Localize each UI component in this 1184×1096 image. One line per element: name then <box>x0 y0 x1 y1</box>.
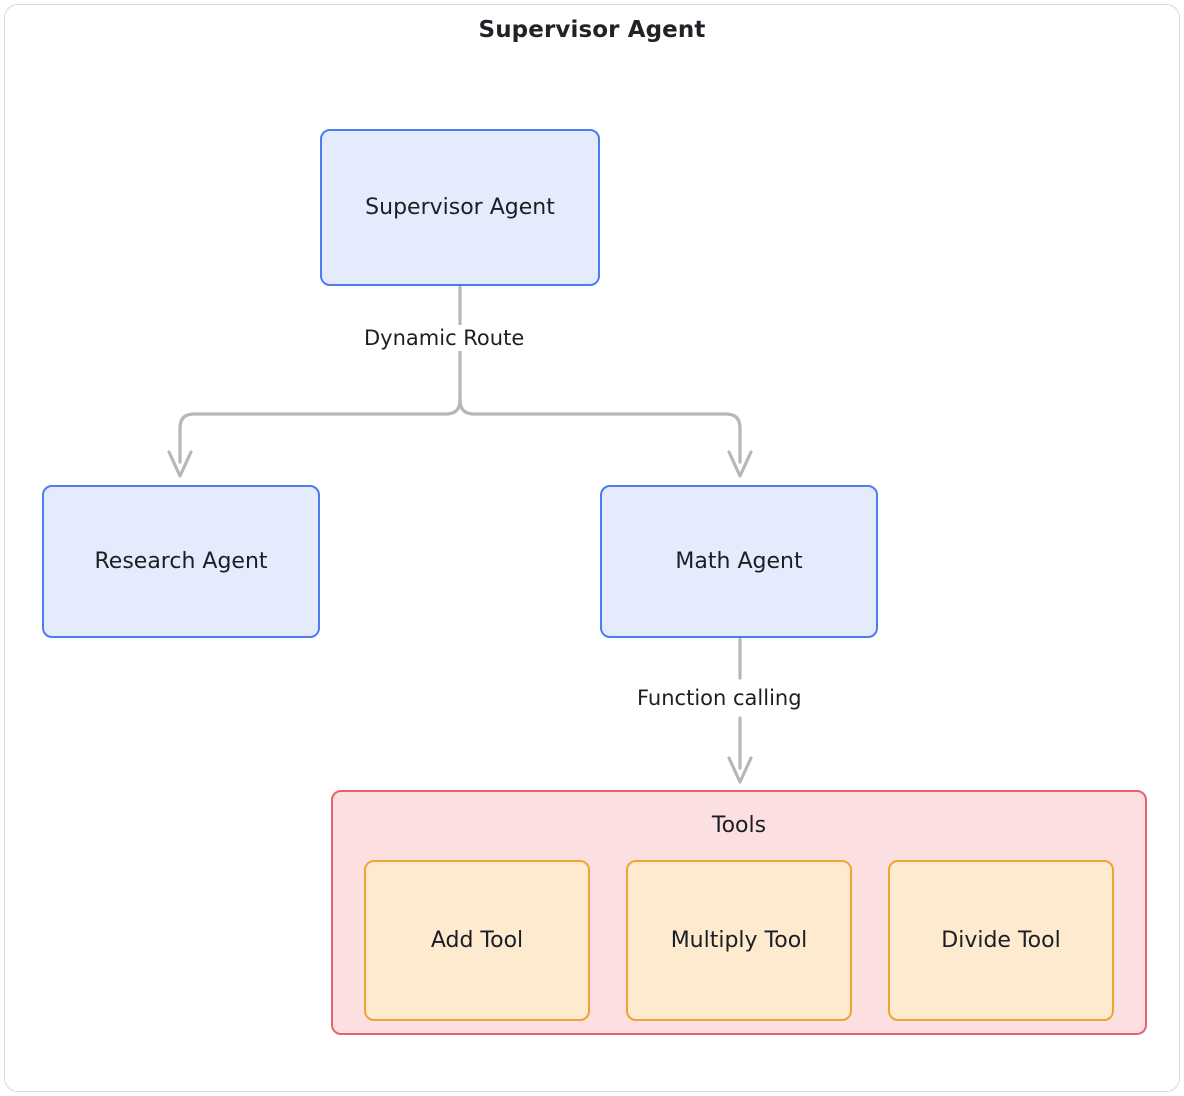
node-math-agent-label: Math Agent <box>675 549 803 574</box>
node-research-agent[interactable]: Research Agent <box>42 485 320 638</box>
tools-row: Add Tool Multiply Tool Divide Tool <box>333 860 1145 1027</box>
node-multiply-tool[interactable]: Multiply Tool <box>626 860 852 1021</box>
node-supervisor-agent-label: Supervisor Agent <box>365 195 555 220</box>
node-supervisor-agent[interactable]: Supervisor Agent <box>320 129 600 286</box>
edge-label-function-calling: Function calling <box>630 685 809 711</box>
tools-group-label: Tools <box>711 813 767 838</box>
node-math-agent[interactable]: Math Agent <box>600 485 878 638</box>
tools-group: Tools Add Tool Multiply Tool Divide Tool <box>331 790 1147 1035</box>
node-research-agent-label: Research Agent <box>94 549 268 574</box>
page-title: Supervisor Agent <box>478 17 706 43</box>
node-divide-tool-label: Divide Tool <box>941 928 1061 953</box>
edge-label-dynamic-route: Dynamic Route <box>357 325 532 351</box>
node-multiply-tool-label: Multiply Tool <box>670 928 808 953</box>
node-add-tool-label: Add Tool <box>430 928 524 953</box>
node-divide-tool[interactable]: Divide Tool <box>888 860 1114 1021</box>
node-add-tool[interactable]: Add Tool <box>364 860 590 1021</box>
